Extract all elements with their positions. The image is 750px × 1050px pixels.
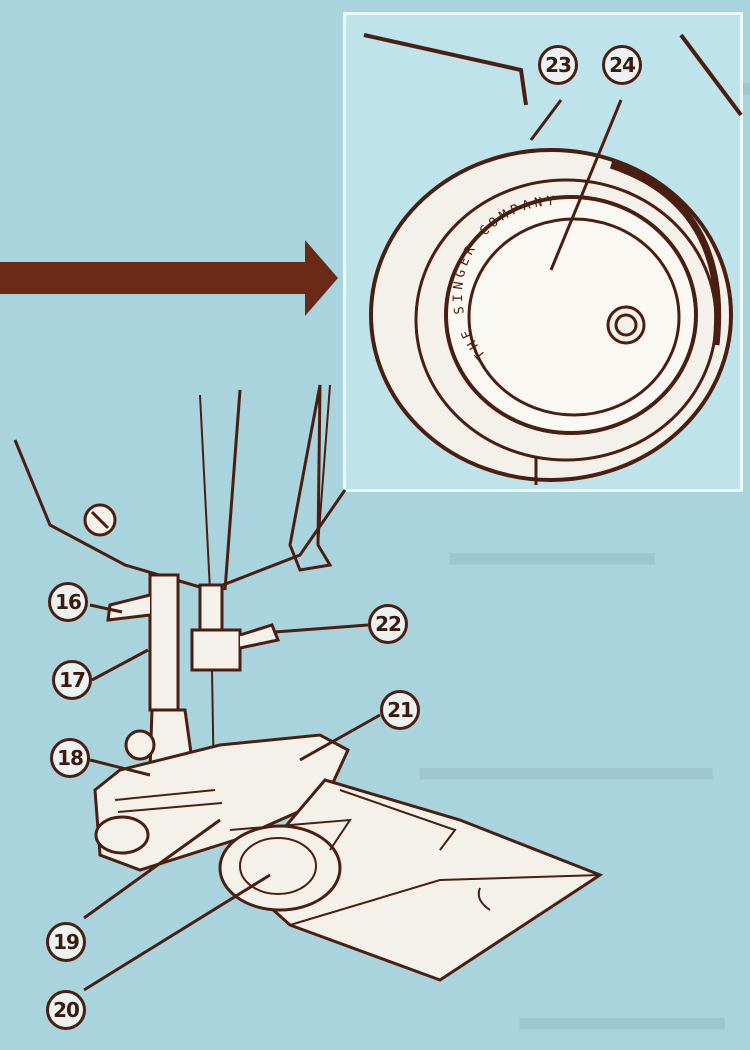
callout-23: 23 (538, 45, 578, 85)
callout-22: 22 (368, 604, 408, 644)
pointer-arrow (0, 240, 338, 316)
callout-21: 21 (380, 690, 420, 730)
leader-line-20 (83, 873, 271, 992)
callout-17: 17 (52, 660, 92, 700)
bleed-through-text: ▂▂▂▂▂▂▂ (450, 520, 655, 564)
side-lever-edge (317, 384, 331, 546)
plate-edge-line (363, 33, 528, 106)
needle-clamp-screw (239, 623, 281, 650)
callout-16: 16 (48, 582, 88, 622)
plate-edge-line (679, 33, 743, 117)
leader-line-24 (549, 99, 623, 271)
leader-line-17 (91, 648, 149, 682)
bleed-through-text: ▂▂▂▂▂▂▂▂▂▂ (420, 735, 713, 779)
leader-line-18 (89, 758, 151, 777)
presser-foot-lifter (106, 593, 151, 622)
callout-19: 19 (46, 922, 86, 962)
presser-bar (148, 573, 180, 712)
leader-line-23 (529, 99, 563, 141)
bleed-through-text: ▂▂▂▂▂▂▂ (520, 985, 725, 1029)
dial-drawing: THE SINGER COMPANY (363, 33, 743, 485)
side-lever (288, 384, 333, 572)
plate-guide-line (114, 789, 216, 801)
leader-line-21 (299, 713, 381, 762)
presser-foot-screw (124, 729, 156, 761)
leader-line-19 (83, 818, 221, 920)
dial-detail-inset: THE SINGER COMPANY (343, 12, 743, 492)
machine-head-edge (199, 394, 211, 591)
dial-face (444, 195, 698, 435)
bobbin (239, 837, 317, 895)
callout-20: 20 (46, 990, 86, 1030)
needle-clamp (190, 628, 242, 672)
slide-plate-edge (289, 874, 601, 926)
dial-knob (606, 305, 646, 345)
plate-guide-line (117, 802, 223, 813)
dial-knob-center (614, 313, 638, 337)
slide-plate-notch (477, 887, 491, 911)
housing-shadow (609, 161, 722, 346)
callout-18: 18 (50, 738, 90, 778)
callout-24: 24 (602, 45, 642, 85)
bobbin-thread-path (229, 818, 352, 851)
dial-inner-ring (467, 217, 681, 417)
slide-plate-edge (339, 789, 457, 851)
machine-head-edge (223, 389, 242, 591)
screw-slot (90, 510, 110, 530)
leader-line-16 (89, 603, 123, 614)
leader-line-22 (274, 623, 369, 634)
needle-plate-screw (94, 815, 150, 855)
